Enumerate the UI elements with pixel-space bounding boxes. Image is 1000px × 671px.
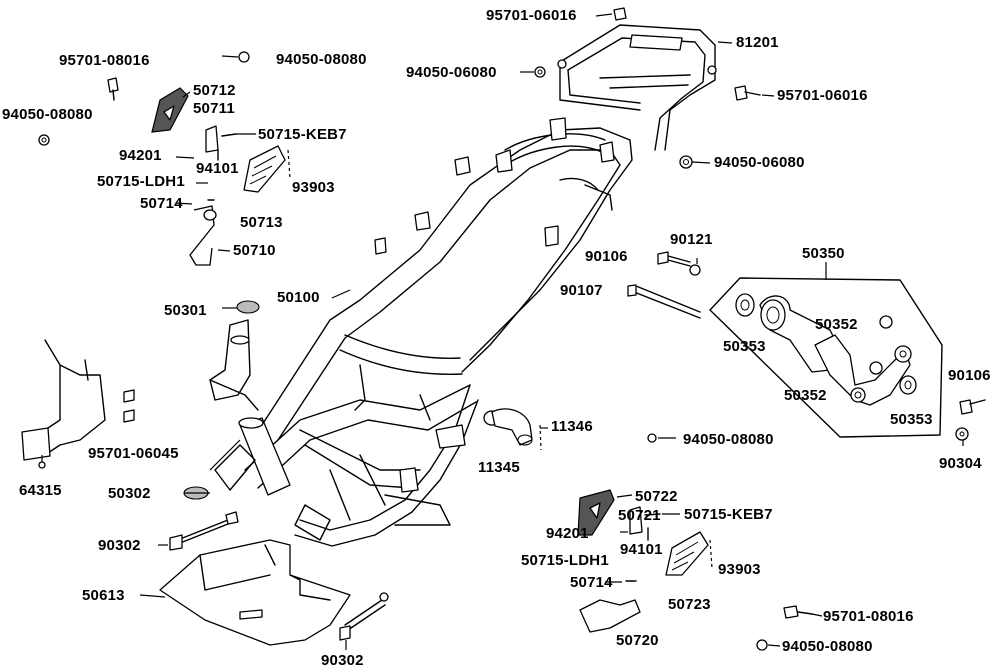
- label-50301: 50301: [164, 302, 207, 319]
- label-50715-ldh1-upper: 50715-LDH1: [97, 173, 185, 190]
- label-50715-keb7-upper: 50715-KEB7: [258, 126, 347, 143]
- label-50721-lower: 50721: [618, 507, 661, 524]
- footrest-group-lower: [577, 489, 813, 651]
- label-50352-lower: 50352: [784, 387, 827, 404]
- label-50353-left: 50353: [723, 338, 766, 355]
- label-90121: 90121: [670, 231, 713, 248]
- label-50302: 50302: [108, 485, 151, 502]
- label-50352-upper: 50352: [815, 316, 858, 333]
- label-94201-lower: 94201: [546, 525, 589, 542]
- label-94101-upper: 94101: [196, 160, 239, 177]
- label-50711-upper: 50711: [193, 100, 235, 117]
- label-94050-06080-right: 94050-06080: [714, 154, 805, 171]
- label-90302-left: 90302: [98, 537, 141, 554]
- undercover-50613: [159, 511, 389, 646]
- label-50710-upper: 50710: [233, 242, 276, 259]
- label-50715-ldh1-lower: 50715-LDH1: [521, 552, 609, 569]
- label-94101-lower: 94101: [620, 541, 663, 558]
- label-95701-08016-bottom: 95701-08016: [823, 608, 914, 625]
- label-50714-lower: 50714: [570, 574, 613, 591]
- label-50722-lower: 50722: [635, 488, 678, 505]
- label-50723-lower: 50723: [668, 596, 711, 613]
- label-11345: 11345: [478, 459, 520, 476]
- label-64315: 64315: [19, 482, 62, 499]
- steering-bearing-parts: [123, 300, 260, 500]
- label-95701-06016-right: 95701-06016: [777, 87, 868, 104]
- footrest-group-upper: [151, 87, 291, 266]
- label-94050-08080-top: 94050-08080: [276, 51, 367, 68]
- label-94050-08080-mid: 94050-08080: [683, 431, 774, 448]
- label-94050-08080-left: 94050-08080: [2, 106, 93, 123]
- label-50100: 50100: [277, 289, 320, 306]
- label-94050-06080-top: 94050-06080: [406, 64, 497, 81]
- label-11346: 11346: [551, 418, 593, 435]
- label-90106-right: 90106: [948, 367, 991, 384]
- label-50350: 50350: [802, 245, 845, 262]
- rear-carrier-81201: [557, 24, 717, 151]
- pivot-assembly-box-50350: [627, 251, 986, 441]
- label-50613: 50613: [82, 587, 125, 604]
- label-93903-lower: 93903: [718, 561, 761, 578]
- label-94201-upper: 94201: [119, 147, 162, 164]
- label-50712-upper: 50712: [193, 82, 236, 99]
- label-90107: 90107: [560, 282, 603, 299]
- leader-lines: [41, 13, 964, 650]
- label-50713-upper: 50713: [240, 214, 283, 231]
- label-95701-06045: 95701-06045: [88, 445, 179, 462]
- label-95701-08016-top-left: 95701-08016: [59, 52, 150, 69]
- hose-parts-11345: [483, 408, 657, 451]
- label-50720-lower: 50720: [616, 632, 659, 649]
- label-50714-upper: 50714: [140, 195, 183, 212]
- label-50353-right: 50353: [890, 411, 933, 428]
- label-90302-bottom: 90302: [321, 652, 364, 669]
- label-81201: 81201: [736, 34, 779, 51]
- label-94050-08080-bottom: 94050-08080: [782, 638, 873, 655]
- label-95701-06016-top: 95701-06016: [486, 7, 577, 24]
- label-93903-upper: 93903: [292, 179, 335, 196]
- label-50715-keb7-lower: 50715-KEB7: [684, 506, 773, 523]
- label-90304: 90304: [939, 455, 982, 472]
- bolts-top: [38, 7, 761, 169]
- label-90106-left: 90106: [585, 248, 628, 265]
- main-frame-50100: [209, 117, 633, 547]
